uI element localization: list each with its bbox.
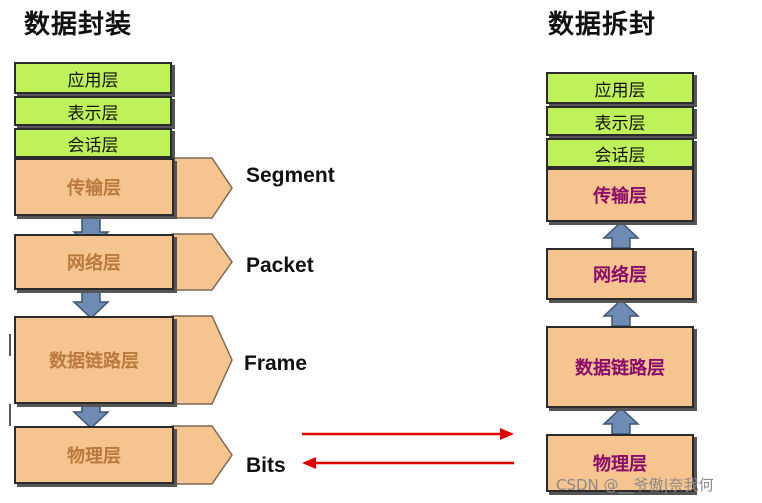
left-network-layer: 网络层	[14, 234, 174, 290]
right-presentation-layer: 表示层	[546, 106, 694, 136]
up-arrow-icon	[602, 406, 640, 435]
encapsulation-title: 数据封装	[24, 10, 133, 40]
up-arrow-icon	[602, 220, 640, 249]
right-physical-layer: 物理层	[546, 434, 694, 492]
segment-label: Segment	[246, 164, 335, 187]
segment-tab	[171, 157, 233, 219]
left-physical-layer: 物理层	[14, 426, 174, 484]
left-presentation-layer: 表示层	[14, 96, 172, 126]
right-datalink-layer: 数据链路层	[546, 326, 694, 408]
left-session-layer: 会话层	[14, 128, 172, 158]
watermark: CSDN @__爷傲|奈我何	[556, 476, 714, 494]
packet-label: Packet	[246, 254, 314, 277]
right-network-layer: 网络层	[546, 248, 694, 300]
right-application-layer: 应用层	[546, 72, 694, 104]
down-arrow-icon	[72, 399, 110, 430]
bits-label: Bits	[246, 454, 286, 477]
left-datalink-layer: 数据链路层	[14, 316, 174, 404]
up-arrow-icon	[602, 298, 640, 327]
right-transport-layer: 传输层	[546, 168, 694, 222]
frame-tab	[171, 315, 233, 405]
left-application-layer: 应用层	[14, 62, 172, 94]
receive-arrow-icon	[302, 457, 514, 469]
packet-tab	[171, 233, 233, 291]
transmit-arrow-icon	[302, 428, 514, 440]
left-transport-layer: 传输层	[14, 158, 174, 216]
down-arrow-icon	[72, 287, 110, 320]
right-session-layer: 会话层	[546, 138, 694, 168]
decapsulation-title: 数据拆封	[548, 10, 657, 40]
frame-label: Frame	[244, 352, 308, 375]
bits-tab	[171, 425, 233, 485]
